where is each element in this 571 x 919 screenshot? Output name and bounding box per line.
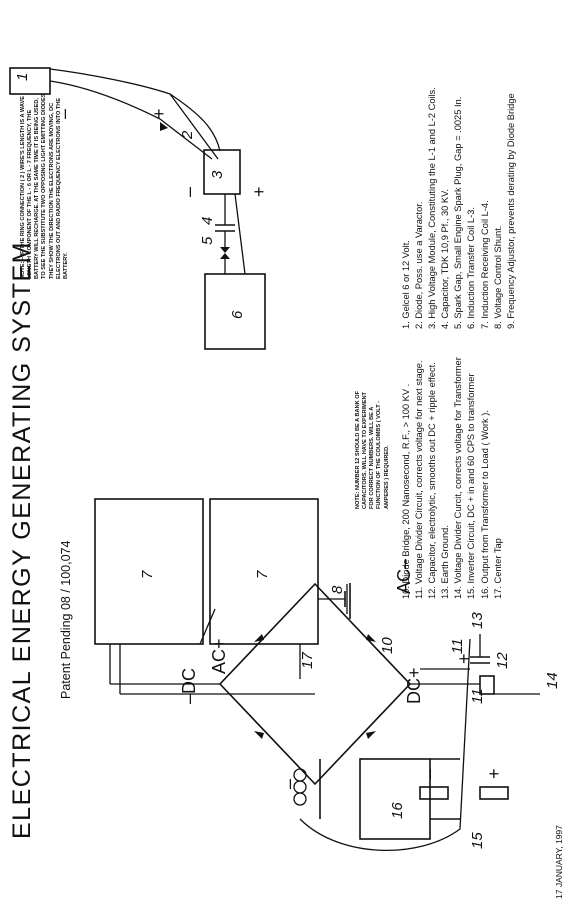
label-10: 10: [379, 637, 396, 654]
sign-capacitor-plus: +: [454, 653, 474, 664]
label-2: 2: [179, 130, 196, 139]
ring-connection-2: [169, 93, 221, 152]
document-date: 17 JANUARY, 1997: [554, 825, 564, 899]
legend-item-14: 14. Voltage Divider Curcit, corrects vol…: [453, 357, 464, 599]
bridge-diode-a: [254, 731, 264, 739]
output-16-box: [359, 758, 431, 840]
label-13: 13: [469, 612, 486, 629]
transformer-coil-3: [293, 768, 307, 782]
wire-battery-to-module: [49, 80, 161, 120]
legend-item-13: 13. Earth Ground.: [440, 525, 451, 599]
label-6: 6: [229, 310, 246, 319]
sign-dc-minus: –DC: [179, 667, 199, 704]
label-12: 12: [494, 652, 511, 669]
label-7a: 7: [139, 570, 156, 579]
legend-item-1: 1. Gelcel 6 or 12 Volt.: [401, 240, 411, 329]
sign-transformer-minus: –: [279, 778, 299, 789]
legend-item-8: 8. Voltage Control Shunt.: [492, 225, 503, 329]
label-15: 15: [469, 832, 486, 849]
bridge-diode-b: [254, 634, 264, 642]
label-11b: 11: [449, 638, 466, 654]
spark-gap-5-b: [220, 253, 230, 259]
wire-module-return: [234, 193, 246, 275]
sign-inverter-plus: +: [484, 768, 504, 779]
inverter-loop: [299, 638, 471, 851]
sign-ac-plus: AC+: [209, 638, 229, 674]
legend-item-12: 12. Capacitor, electrolytic, smooths out…: [427, 362, 438, 599]
coil-7a-box: [94, 498, 204, 645]
coil-7b-box: [209, 498, 319, 645]
legend-item-11: 11. Voltage Divider Circuit, corrects vo…: [414, 360, 425, 599]
legend-item-6: 6. Induction Transfer Coil L-3.: [466, 207, 477, 329]
label-7b: 7: [254, 570, 271, 579]
label-11a: 11: [469, 688, 486, 704]
legend-item-16: 16. Output from Transformer to Load ( Wo…: [479, 410, 490, 599]
module-3-box: [203, 149, 241, 195]
transformer-coil-1: [293, 792, 307, 806]
legend-left: 1. Gelcel 6 or 12 Volt. 2. Diode, Poss. …: [400, 87, 518, 329]
diode-2-arrow: [160, 122, 168, 131]
page-title: ELECTRICAL ENERGY GENERATING SYSTEM: [8, 241, 36, 839]
label-16: 16: [389, 802, 406, 819]
legend-item-10: 10. Diode Bridge, 200 Nanosecond, R.F., …: [401, 383, 411, 599]
patent-number: Patent Pending 08 / 100,074: [59, 540, 73, 699]
sign-battery-plus: +: [149, 108, 169, 119]
diode-bridge-10: [218, 582, 412, 786]
label-14: 14: [544, 672, 561, 689]
spark-gap-5-a: [220, 247, 230, 253]
wire-battery-to-ring: [49, 68, 219, 160]
note-left: NOTE: – IF THE RING CONNECTION ( 2 ) WIR…: [20, 93, 69, 279]
legend-item-4: 4. Capacitor, TDK 10,9 Pf., 30 KV.: [440, 188, 451, 329]
legend-item-5: 5. Spark Gap, Small Engine Spark Plug, G…: [453, 96, 464, 329]
label-3: 3: [209, 170, 226, 179]
bridge-diode-c: [366, 731, 376, 739]
label-8: 8: [329, 585, 346, 594]
label-4: 4: [199, 216, 216, 225]
bridge-diode-d: [366, 634, 376, 642]
legend-item-15: 15. Inverter Circuit, DC + in and 60 CPS…: [466, 373, 477, 599]
legend-item-17: 17. Center Tap: [492, 538, 503, 599]
legend-item-7: 7. Induction Receiving Coil L-4.: [479, 200, 490, 329]
resistor-15-b: [419, 786, 449, 800]
label-5: 5: [199, 236, 216, 245]
sign-module-plus: +: [249, 186, 269, 197]
legend-right: 10. Diode Bridge, 200 Nanosecond, R.F., …: [400, 357, 505, 599]
legend-item-2: 2. Diode, Poss. use a Varactor.: [414, 201, 425, 329]
legend-item-9: 9. Frequency Adjustor, prevents derating…: [505, 93, 516, 329]
resistor-15-a: [479, 786, 509, 800]
note-middle: NOTE: NUMBER 12 SHOULD BE A BANK OF CAPA…: [355, 391, 390, 509]
sign-module-minus: –: [179, 186, 199, 197]
sign-dc-plus: DC+: [404, 667, 424, 704]
sign-inverter-minus: –: [419, 768, 439, 779]
label-1: 1: [14, 72, 31, 81]
resistor-11: [479, 675, 495, 695]
coil-6-box: [204, 273, 266, 350]
label-17: 17: [299, 652, 316, 669]
legend-item-3: 3. High Voltage Module, Constituting the…: [427, 87, 438, 329]
coil-7-link: [199, 608, 216, 645]
